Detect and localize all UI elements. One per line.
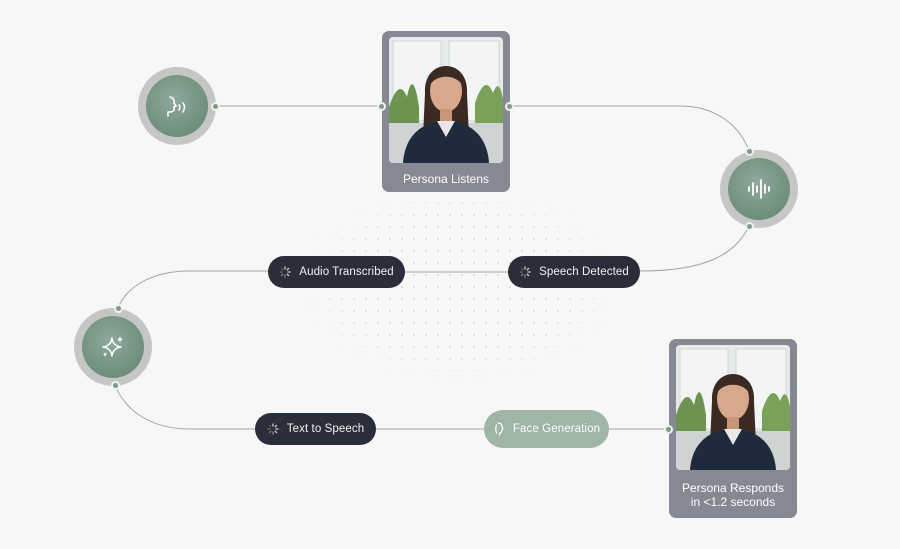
face-generation-pill: Face Generation [484, 410, 609, 448]
persona-portrait-image [389, 37, 503, 163]
speech-detected-pill: Speech Detected [508, 256, 640, 288]
connector-audio-to-ai [117, 270, 268, 309]
ai-node-port-bottom [111, 381, 120, 390]
audio-transcribed-label: Audio Transcribed [299, 266, 394, 278]
speech-node-port-top [745, 147, 754, 156]
face-generation-label: Face Generation [512, 423, 601, 435]
audio-transcribed-pill: Audio Transcribed [268, 256, 405, 288]
face-profile-icon [495, 422, 504, 436]
speech-node [720, 150, 798, 228]
persona-responds-label: Persona Responds in <1.2 seconds [676, 481, 790, 509]
responds-card-port-left [664, 425, 673, 434]
text-to-speech-label: Text to Speech [286, 423, 365, 435]
sparkles-icon [102, 336, 123, 357]
persona-listens-label: Persona Listens [402, 172, 490, 186]
loading-spinner-icon [519, 266, 531, 278]
persona-listening-video [389, 37, 503, 163]
speaking-head-icon [167, 96, 186, 117]
connector-ai-to-tts [114, 384, 255, 430]
persona-responds-label-line2: in <1.2 seconds [690, 495, 776, 509]
ai-node [74, 308, 152, 386]
speech-detected-label: Speech Detected [539, 266, 629, 278]
loading-spinner-icon [279, 266, 291, 278]
text-to-speech-pill: Text to Speech [255, 413, 376, 445]
connector-speech-to-pill [639, 225, 750, 272]
loading-spinner-icon [267, 423, 279, 435]
audio-waveform-icon [748, 179, 770, 199]
listens-card-port-left [377, 102, 386, 111]
persona-portrait-image [676, 345, 790, 470]
connector-card-to-speech [510, 105, 750, 152]
persona-responds-card: Persona Responds in <1.2 seconds [669, 339, 797, 518]
persona-responding-video [676, 345, 790, 470]
speech-node-port-bottom [745, 222, 754, 231]
persona-responds-label-line1: Persona Responds [681, 481, 785, 495]
ai-node-port-top [114, 304, 123, 313]
listen-node [138, 67, 216, 145]
listens-card-port-right [505, 102, 514, 111]
persona-listens-card: Persona Listens [382, 31, 510, 192]
listen-node-port [211, 102, 220, 111]
